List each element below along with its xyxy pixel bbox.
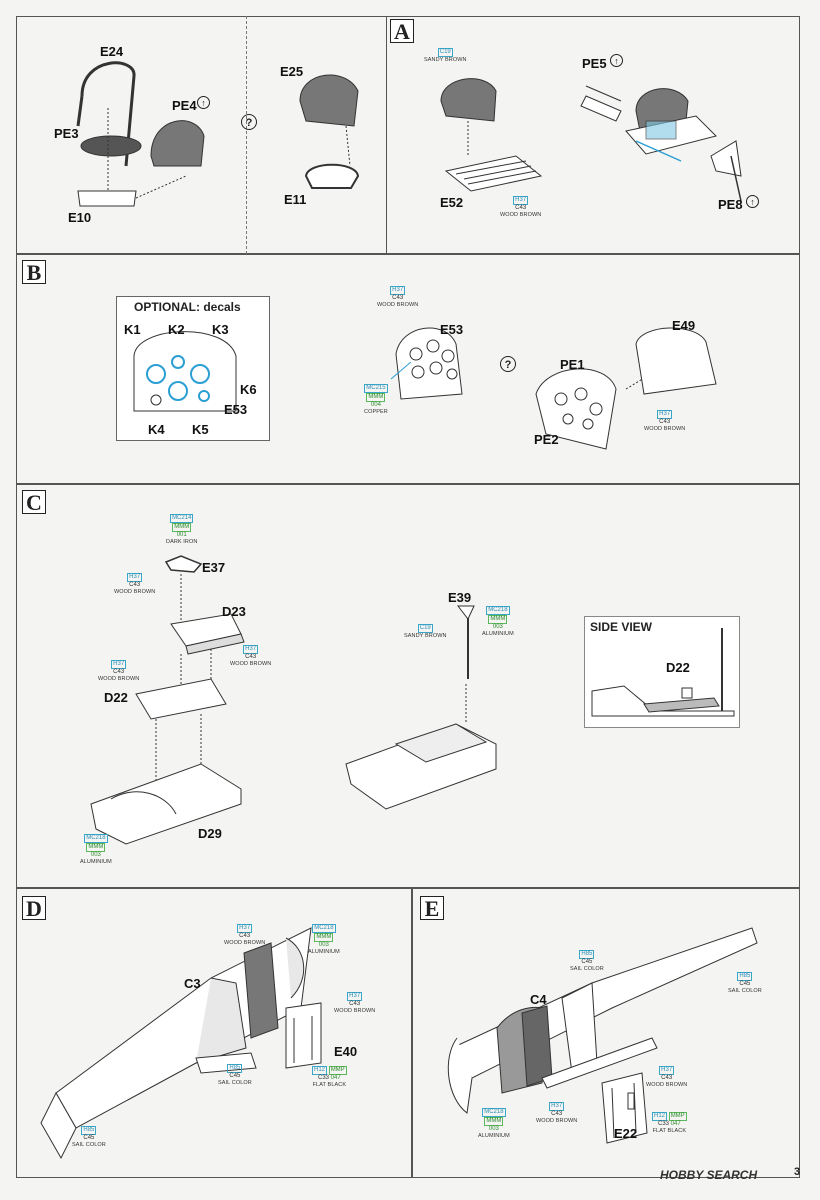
paint-b-wood-brown-2: H37 C43 WOOD BROWN bbox=[644, 410, 686, 432]
paint-d-wood-brown-2: H37 C43 WOOD BROWN bbox=[334, 992, 376, 1014]
step-b-drawing bbox=[390, 327, 717, 450]
paint-e-aluminium: MC218 MMM 003 ALUMINIUM bbox=[478, 1108, 510, 1139]
part-label-d22-side: D22 bbox=[666, 660, 690, 675]
paint-e-sail-color-1: H85 C45 SAIL COLOR bbox=[570, 950, 604, 972]
paint-e-flat-black: H12 MMP C33 047 FLAT BLACK bbox=[652, 1112, 687, 1134]
paint-d-sail-color-2: H85 C45 SAIL COLOR bbox=[72, 1126, 106, 1148]
decal-k2: K2 bbox=[168, 322, 185, 337]
step-a-drawing bbox=[76, 61, 742, 207]
paint-c-aluminium-2: MC218 MMM 003 ALUMINIUM bbox=[482, 606, 514, 637]
part-label-e49: E49 bbox=[672, 318, 696, 333]
optional-decals-title: OPTIONAL: decals bbox=[134, 300, 241, 314]
decal-k3: K3 bbox=[212, 322, 229, 337]
part-label-e52: E52 bbox=[440, 195, 464, 210]
step-a-letter: A bbox=[390, 19, 414, 44]
part-label-e10: E10 bbox=[68, 210, 92, 225]
step-b-panel bbox=[16, 254, 800, 484]
paint-d-wood-brown-1: H37 C43 WOOD BROWN bbox=[224, 924, 266, 946]
part-label-e37: E37 bbox=[202, 560, 226, 575]
step-c-letter: C bbox=[22, 490, 46, 515]
step-c-drawing bbox=[90, 555, 497, 845]
part-label-e11: E11 bbox=[284, 192, 307, 207]
paint-d-aluminium: MC218 MMM 003 ALUMINIUM bbox=[308, 924, 340, 955]
part-label-d22: D22 bbox=[104, 690, 128, 705]
part-label-e25: E25 bbox=[280, 64, 304, 79]
decal-k1: K1 bbox=[124, 322, 141, 337]
paint-d-sail-color-1: H85 C45 SAIL COLOR bbox=[218, 1064, 252, 1086]
step-a-divider bbox=[386, 16, 387, 254]
step-b-letter: B bbox=[22, 260, 46, 285]
step-a-divider-dashed bbox=[246, 16, 247, 254]
step-e-panel bbox=[412, 888, 800, 1178]
part-label-e22: E22 bbox=[614, 1126, 638, 1141]
part-label-pe4: PE4 bbox=[172, 98, 197, 113]
paint-e-wood-brown-2: H37 C43 WOOD BROWN bbox=[536, 1102, 578, 1124]
decal-k4: K4 bbox=[148, 422, 165, 437]
part-label-pe3: PE3 bbox=[54, 126, 79, 141]
side-view-drawing bbox=[591, 628, 735, 717]
part-label-c3: C3 bbox=[184, 976, 201, 991]
paint-c-wood-brown-2: H37 C43 WOOD BROWN bbox=[230, 645, 272, 667]
paint-d-flat-black: H12 MMP C33 047 FLAT BLACK bbox=[312, 1066, 347, 1088]
step-a-panel bbox=[16, 16, 800, 254]
side-view-title: SIDE VIEW bbox=[590, 620, 653, 634]
part-label-e53: E53 bbox=[440, 322, 464, 337]
part-label-e39: E39 bbox=[448, 590, 472, 605]
part-label-d23: D23 bbox=[222, 604, 246, 619]
option-icon-a: ? bbox=[241, 114, 257, 130]
page-number: 3 bbox=[794, 1166, 801, 1178]
paint-b-wood-brown-1: H37 C43 WOOD BROWN bbox=[377, 286, 419, 308]
paint-a-sandy-brown: C19 SANDY BROWN bbox=[424, 48, 467, 63]
step-d-panel bbox=[16, 888, 412, 1178]
step-d-drawing bbox=[40, 927, 322, 1160]
paint-c-sandy-brown: C19 SANDY BROWN bbox=[404, 624, 447, 639]
paint-e-wood-brown-1: H37 C43 WOOD BROWN bbox=[646, 1066, 688, 1088]
decal-e53: E53 bbox=[224, 402, 248, 417]
rotate-icon: ↑ bbox=[746, 195, 759, 208]
part-label-e24: E24 bbox=[100, 44, 124, 59]
part-label-pe8: PE8 bbox=[718, 197, 743, 212]
part-label-d29: D29 bbox=[198, 826, 222, 841]
watermark: HOBBY SEARCH bbox=[660, 1168, 758, 1182]
part-label-c4: C4 bbox=[530, 992, 547, 1007]
paint-c-aluminium-1: MC218 MMM 003 ALUMINIUM bbox=[80, 834, 112, 865]
decal-k6: K6 bbox=[240, 382, 257, 397]
step-d-letter: D bbox=[22, 896, 46, 921]
part-label-pe1: PE1 bbox=[560, 357, 585, 372]
step-e-drawing bbox=[447, 927, 758, 1144]
paint-a-wood-brown: H37 C43 WOOD BROWN bbox=[500, 196, 542, 218]
part-label-pe5: PE5 bbox=[582, 56, 607, 71]
step-e-letter: E bbox=[420, 896, 444, 921]
rotate-icon: ↑ bbox=[197, 96, 210, 109]
panel-decals-drawing bbox=[133, 331, 237, 412]
paint-b-copper: MC215 MMM 004 COPPER bbox=[364, 384, 388, 415]
part-label-e40: E40 bbox=[334, 1044, 358, 1059]
option-icon-b: ? bbox=[500, 356, 516, 372]
decal-k5: K5 bbox=[192, 422, 209, 437]
paint-c-dark-iron: MC214 MMM 001 DARK IRON bbox=[166, 514, 198, 545]
rotate-icon: ↑ bbox=[610, 54, 623, 67]
part-label-pe2: PE2 bbox=[534, 432, 559, 447]
step-c-panel bbox=[16, 484, 800, 888]
paint-c-wood-brown-3: H37 C43 WOOD BROWN bbox=[98, 660, 140, 682]
paint-e-sail-color-2: H85 C45 SAIL COLOR bbox=[728, 972, 762, 994]
paint-c-wood-brown-1: H37 C43 WOOD BROWN bbox=[114, 573, 156, 595]
